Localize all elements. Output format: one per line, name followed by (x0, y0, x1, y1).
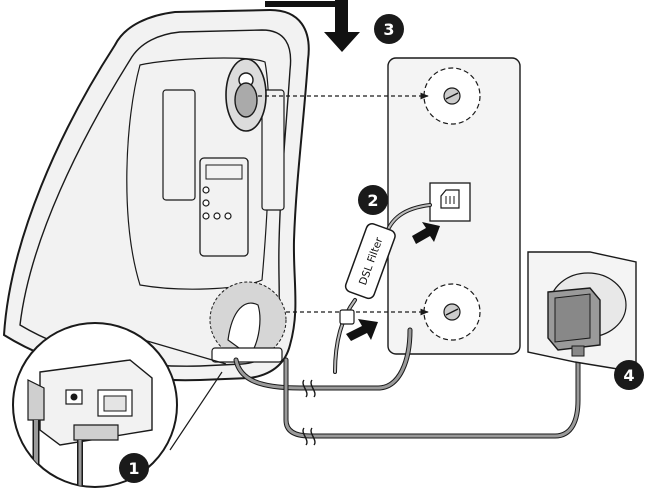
step-badge-2: 2 (358, 185, 388, 215)
svg-text:2: 2 (367, 191, 378, 210)
step-badge-1: 1 (119, 453, 149, 483)
step-badge-4: 4 (614, 360, 644, 390)
wall-mount-keyhole (226, 59, 266, 131)
base-station (4, 10, 309, 380)
filter-plug (340, 310, 354, 324)
svg-text:3: 3 (383, 20, 394, 39)
svg-text:4: 4 (623, 366, 634, 385)
power-cable (286, 352, 578, 436)
step-badge-3: 3 (374, 14, 404, 44)
screw-icon (424, 284, 480, 340)
power-adapter-icon (548, 288, 600, 356)
wall-panel (388, 58, 520, 354)
svg-text:1: 1 (128, 459, 139, 478)
cable-socket-area (210, 282, 286, 362)
phone-jack-icon (430, 183, 470, 221)
screw-icon (424, 68, 480, 124)
